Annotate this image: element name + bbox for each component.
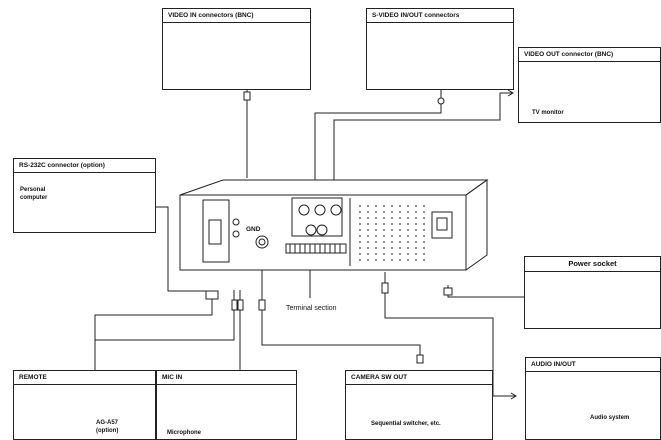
power-socket-title: Power socket bbox=[525, 257, 660, 272]
rs232c-box: RS-232C connector (option) bbox=[13, 158, 156, 233]
s-video-box: S-VIDEO IN/OUT connectors bbox=[366, 8, 514, 90]
tv-monitor-label: TV monitor bbox=[532, 110, 564, 116]
audio-system-label: Audio system bbox=[590, 415, 630, 421]
terminal-section-label: Terminal section bbox=[286, 305, 337, 312]
remote-title: REMOTE bbox=[14, 371, 155, 385]
camera-sw-box: CAMERA SW OUT bbox=[345, 370, 493, 440]
video-out-title: VIDEO OUT connector (BNC) bbox=[519, 48, 660, 62]
mic-in-box: MIC IN bbox=[156, 370, 297, 440]
microphone-label: Microphone bbox=[167, 430, 201, 436]
s-video-title: S-VIDEO IN/OUT connectors bbox=[367, 9, 513, 23]
mic-in-title: MIC IN bbox=[157, 371, 296, 385]
remote-box: REMOTE bbox=[13, 370, 156, 440]
pc-label-line2: computer bbox=[20, 195, 48, 201]
video-in-title: VIDEO IN connectors (BNC) bbox=[163, 9, 310, 23]
switcher-label: Sequential switcher, etc. bbox=[371, 421, 441, 427]
remote-option-label: (option) bbox=[96, 428, 119, 434]
pc-label-line1: Personal bbox=[20, 187, 46, 193]
camera-sw-title: CAMERA SW OUT bbox=[346, 371, 492, 385]
video-out-box: VIDEO OUT connector (BNC) bbox=[518, 47, 661, 123]
audio-title: AUDIO IN/OUT bbox=[526, 358, 660, 372]
rs232c-title: RS-232C connector (option) bbox=[14, 159, 155, 173]
remote-model-label: AG-A57 bbox=[96, 420, 119, 426]
gnd-label: GND bbox=[246, 226, 261, 233]
audio-box: AUDIO IN/OUT bbox=[525, 357, 661, 440]
video-in-box: VIDEO IN connectors (BNC) bbox=[162, 8, 311, 90]
power-socket-box: Power socket bbox=[524, 256, 661, 329]
